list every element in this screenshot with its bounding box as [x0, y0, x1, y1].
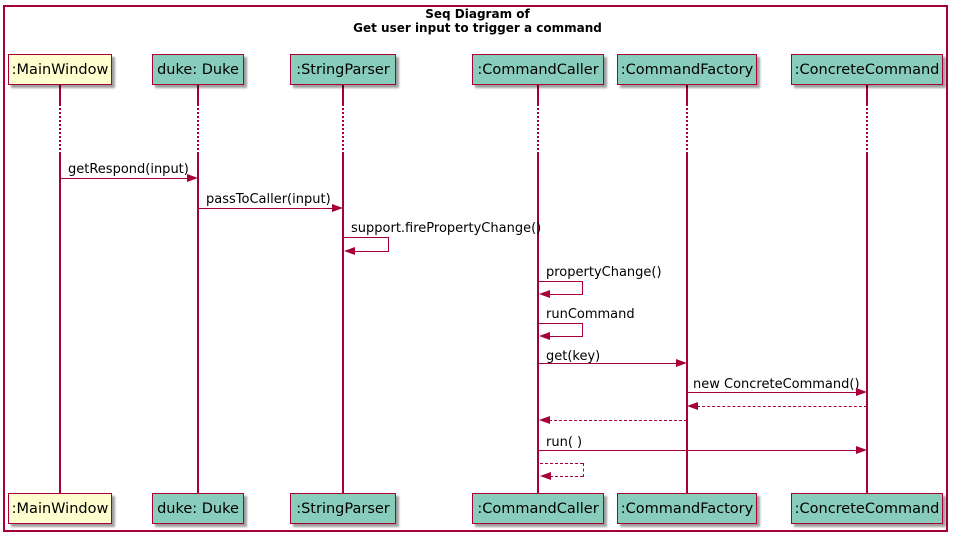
- msg-return-to-caller-line: [549, 420, 687, 421]
- diagram-title-line1: Seq Diagram of: [425, 7, 530, 21]
- msg-self-return-arrowhead: [540, 472, 551, 480]
- msg-property-change-line: [539, 281, 582, 282]
- participant-top-concrete-command: :ConcreteCommand: [791, 54, 943, 85]
- msg-run-arrowhead: [856, 446, 867, 454]
- diagram-frame: [3, 5, 948, 532]
- lifeline-command-caller: [537, 104, 539, 154]
- msg-property-change-arrowhead: [539, 290, 550, 298]
- msg-fire-property-change-line: [388, 237, 389, 252]
- msg-property-change-line: [549, 294, 582, 295]
- msg-self-return-line: [540, 463, 583, 464]
- lifeline-main-window: [59, 104, 61, 154]
- participant-label: :ConcreteCommand: [794, 500, 940, 517]
- msg-run-label: run( ): [546, 435, 583, 450]
- lifeline-concrete-command: [866, 85, 868, 104]
- msg-self-return-line: [583, 463, 584, 477]
- lifeline-main-window: [59, 85, 61, 104]
- lifeline-duke: [197, 85, 199, 104]
- msg-get-respond-line: [61, 178, 188, 179]
- lifeline-string-parser: [342, 85, 344, 104]
- msg-fire-property-change-arrowhead: [344, 247, 355, 255]
- msg-get-key-label: get(key): [546, 349, 601, 364]
- lifeline-main-window: [59, 154, 61, 493]
- lifeline-string-parser: [342, 104, 344, 154]
- participant-bottom-concrete-command: :ConcreteCommand: [791, 493, 943, 524]
- msg-run-command-line: [582, 323, 583, 337]
- lifeline-command-caller: [537, 85, 539, 104]
- msg-pass-to-caller-label: passToCaller(input): [206, 192, 331, 207]
- participant-top-command-caller: :CommandCaller: [472, 54, 604, 85]
- participant-label: :MainWindow: [11, 61, 109, 78]
- participant-top-main-window: :MainWindow: [8, 54, 112, 85]
- msg-return-to-factory-arrowhead: [687, 402, 698, 410]
- msg-new-concrete-command-arrowhead: [856, 388, 867, 396]
- participant-bottom-command-caller: :CommandCaller: [472, 493, 604, 524]
- msg-run-command-label: runCommand: [546, 307, 635, 322]
- participant-top-string-parser: :StringParser: [290, 54, 396, 85]
- msg-run-command-line: [549, 336, 582, 337]
- msg-get-key-arrowhead: [676, 359, 687, 367]
- msg-new-concrete-command-label: new ConcreteCommand(): [693, 377, 860, 392]
- participant-label: :CommandCaller: [477, 500, 599, 517]
- participant-bottom-command-factory: :CommandFactory: [617, 493, 757, 524]
- lifeline-command-caller: [537, 154, 539, 493]
- participant-label: :ConcreteCommand: [794, 61, 940, 78]
- msg-property-change-line: [582, 281, 583, 295]
- msg-get-respond-arrowhead: [187, 174, 198, 182]
- msg-property-change-label: propertyChange(): [546, 265, 662, 280]
- msg-pass-to-caller-arrowhead: [332, 204, 343, 212]
- participant-label: :CommandFactory: [620, 61, 754, 78]
- lifeline-duke: [197, 154, 199, 493]
- participant-top-command-factory: :CommandFactory: [617, 54, 757, 85]
- msg-run-command-arrowhead: [539, 332, 550, 340]
- msg-run-command-line: [539, 323, 582, 324]
- participant-bottom-main-window: :MainWindow: [8, 493, 112, 524]
- lifeline-command-factory: [686, 85, 688, 104]
- diagram-title-line2: Get user input to trigger a command: [353, 21, 602, 35]
- participant-bottom-string-parser: :StringParser: [290, 493, 396, 524]
- lifeline-command-factory: [686, 104, 688, 154]
- lifeline-command-factory: [686, 154, 688, 493]
- msg-fire-property-change-line: [344, 237, 388, 238]
- msg-return-to-factory-line: [697, 406, 867, 407]
- participant-label: duke: Duke: [157, 500, 239, 517]
- participant-top-duke: duke: Duke: [152, 54, 244, 85]
- msg-pass-to-caller-line: [199, 208, 333, 209]
- lifeline-concrete-command: [866, 154, 868, 493]
- msg-get-key-line: [539, 363, 677, 364]
- msg-fire-property-change-line: [354, 251, 388, 252]
- lifeline-duke: [197, 104, 199, 154]
- lifeline-concrete-command: [866, 104, 868, 154]
- participant-label: :CommandFactory: [620, 500, 754, 517]
- participant-label: :MainWindow: [11, 500, 109, 517]
- participant-bottom-duke: duke: Duke: [152, 493, 244, 524]
- lifeline-string-parser: [342, 154, 344, 493]
- participant-label: :CommandCaller: [477, 61, 599, 78]
- participant-label: :StringParser: [296, 61, 390, 78]
- msg-get-respond-label: getRespond(input): [68, 162, 189, 177]
- msg-return-to-caller-arrowhead: [539, 416, 550, 424]
- msg-run-line: [539, 450, 857, 451]
- participant-label: duke: Duke: [157, 61, 239, 78]
- msg-self-return-line: [550, 476, 583, 477]
- msg-new-concrete-command-line: [688, 392, 857, 393]
- msg-fire-property-change-label: support.firePropertyChange(): [351, 221, 542, 236]
- participant-label: :StringParser: [296, 500, 390, 517]
